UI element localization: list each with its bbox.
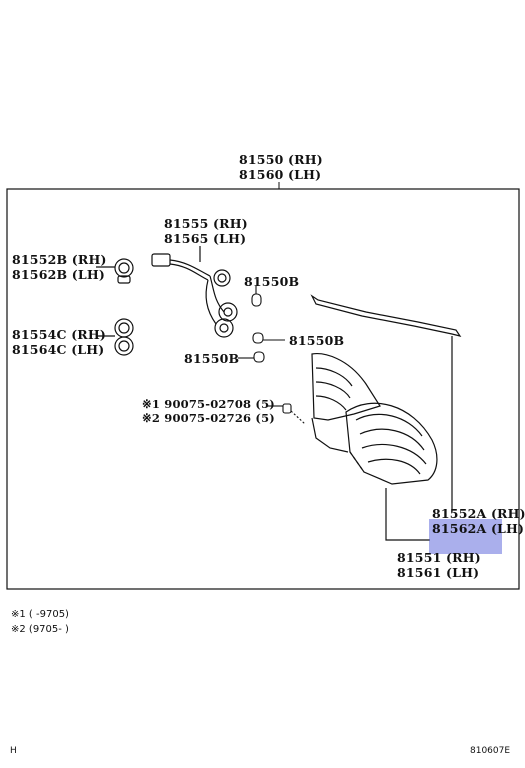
footer-left-code: H	[10, 746, 17, 756]
label-bulb-3[interactable]: 81550B	[184, 351, 240, 366]
label-bulb-2[interactable]: 81550B	[289, 333, 345, 348]
label-assembly-rh[interactable]: 81550 (RH)	[239, 152, 323, 167]
highlight-box	[429, 519, 502, 554]
gasket-icon	[310, 294, 462, 512]
label-socket-wire-rh[interactable]: 81555 (RH)	[164, 216, 248, 231]
label-socket-c-lh[interactable]: 81564C (LH)	[12, 342, 105, 357]
bulb-icon	[238, 286, 285, 363]
label-socket-c-rh[interactable]: 81554C (RH)	[12, 327, 107, 342]
footnote-2: ※2 (9705- )	[11, 624, 69, 635]
label-lens-lh[interactable]: 81561 (LH)	[397, 565, 480, 580]
socket-b-icon	[96, 258, 134, 284]
label-assembly-lh[interactable]: 81560 (LH)	[239, 167, 322, 182]
footnote-1: ※1 ( -9705)	[11, 609, 69, 620]
label-socket-b-lh[interactable]: 81562B (LH)	[12, 267, 106, 282]
socket-c-icon	[96, 318, 134, 356]
diagram-frame	[6, 188, 520, 590]
label-lens-rh[interactable]: 81551 (RH)	[397, 550, 481, 565]
screw-icon	[268, 403, 306, 425]
label-gasket-rh[interactable]: 81552A (RH)	[432, 506, 525, 521]
footer-right-code: 810607E	[470, 746, 511, 756]
socket-wire-icon	[151, 246, 238, 338]
label-bulb-1[interactable]: 81550B	[244, 274, 300, 289]
lamp-housing-icon	[311, 353, 381, 453]
label-screw-1[interactable]: ※1 90075-02708 (5)	[142, 397, 275, 411]
label-socket-b-rh[interactable]: 81552B (RH)	[12, 252, 107, 267]
label-screw-2[interactable]: ※2 90075-02726 (5)	[142, 411, 275, 425]
label-socket-wire-lh[interactable]: 81565 (LH)	[164, 231, 247, 246]
label-gasket-lh[interactable]: 81562A (LH)	[432, 521, 525, 536]
lens-icon	[345, 402, 438, 541]
